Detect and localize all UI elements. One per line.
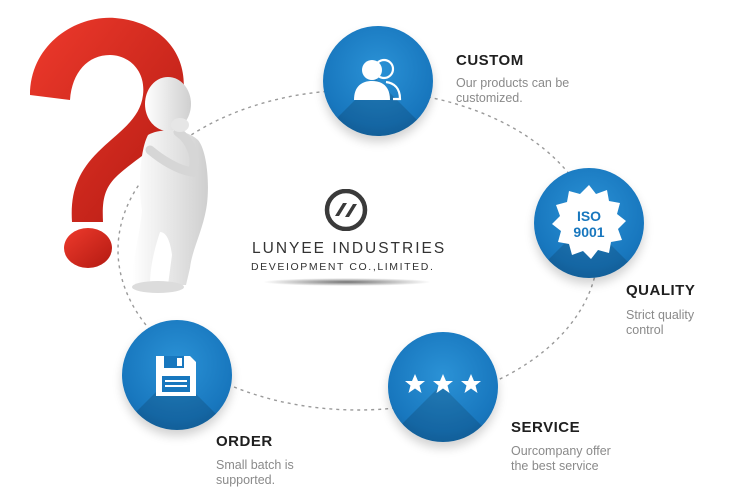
three-stars-icon — [405, 374, 481, 393]
quality-title: QUALITY — [626, 282, 696, 299]
order-circle — [122, 320, 232, 430]
logo-shadow — [262, 278, 432, 286]
custom-title: CUSTOM — [456, 52, 524, 69]
question-mark-icon — [30, 17, 184, 268]
iso-badge-icon: ISO 9001 — [552, 185, 626, 259]
white-figure-icon — [132, 77, 208, 293]
floppy-disk-icon — [156, 356, 196, 396]
iso-number-text: 9001 — [573, 224, 604, 240]
company-subname: DEVEIOPMENT CO.,LIMITED. — [251, 261, 435, 273]
quality-desc-line-2: control — [626, 323, 664, 337]
service-title: SERVICE — [511, 419, 581, 436]
iso-text: ISO — [577, 208, 601, 224]
custom-circle — [323, 26, 433, 136]
order-desc-line-2: supported. — [216, 473, 276, 487]
quality-circle: ISO 9001 — [534, 168, 644, 278]
order-desc-line-1: Small batch is — [216, 458, 294, 472]
quality-desc-line-1: Strict quality — [626, 308, 695, 322]
order-title: ORDER — [216, 433, 273, 450]
service-desc-line-1: Ourcompany offer — [511, 444, 611, 458]
service-circle — [388, 332, 498, 442]
custom-desc-line-2: customized. — [456, 91, 523, 105]
custom-desc-line-1: Our products can be — [456, 76, 570, 90]
lunyee-logo-icon — [324, 189, 368, 231]
company-name: LUNYEE INDUSTRIES — [252, 240, 447, 257]
service-desc-line-2: the best service — [511, 459, 599, 473]
user-group-icon — [354, 58, 402, 101]
